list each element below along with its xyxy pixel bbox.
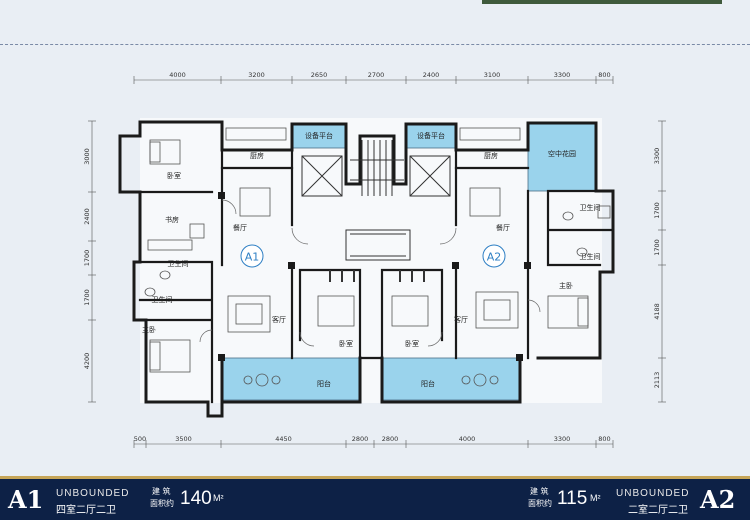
footer-bar: A1 UNBOUNDED 四室二厅二卫 建 筑 面积约 140 M² 建 筑 面… bbox=[0, 476, 750, 520]
sofa-left bbox=[227, 295, 271, 333]
floor-plan-drawing: 4000 3200 2650 2700 2400 3100 3300 800 500 3500 4… bbox=[83, 71, 666, 448]
a2-area-unit: M² bbox=[590, 493, 601, 503]
bottom-dim-label: 4450 bbox=[275, 435, 292, 443]
top-dim-label: 2400 bbox=[423, 71, 440, 79]
bottom-dim-label: 3500 bbox=[175, 435, 192, 443]
a1-area-unit: M² bbox=[213, 493, 224, 503]
a2-area-label-1: 建 筑 bbox=[530, 487, 549, 496]
a2-area-value: 115 bbox=[557, 488, 588, 509]
unit-a2-label: A2 bbox=[487, 251, 502, 264]
kitchen-counter-right bbox=[459, 127, 521, 141]
door-swings bbox=[199, 199, 541, 347]
label-balcony-left: 阳台 bbox=[317, 379, 331, 388]
label-balcony-right: 阳台 bbox=[421, 379, 435, 388]
label-bathroom-left-1: 卫生间 bbox=[168, 259, 189, 268]
bottom-dim-label: 2800 bbox=[382, 435, 399, 443]
bottom-dimension-line: 500 3500 4450 2800 2800 4000 3300 800 bbox=[133, 435, 614, 448]
right-dim-label: 2113 bbox=[653, 372, 661, 389]
top-dim-label: 3200 bbox=[248, 71, 265, 79]
bottom-dim-label: 2800 bbox=[352, 435, 369, 443]
label-bedroom-center-right: 卧室 bbox=[405, 339, 419, 348]
glass-areas bbox=[221, 122, 597, 401]
label-study: 书房 bbox=[165, 215, 179, 224]
label-living-left: 客厅 bbox=[272, 315, 286, 324]
a1-area-label-1: 建 筑 bbox=[152, 487, 171, 496]
dining-table-left bbox=[239, 187, 271, 217]
top-dim-label: 2700 bbox=[368, 71, 385, 79]
label-bathroom-right-1: 卫生间 bbox=[580, 203, 601, 212]
label-bathroom-right-2: 卫生间 bbox=[580, 252, 601, 261]
bottom-dim-label: 3300 bbox=[554, 435, 571, 443]
furniture bbox=[144, 127, 611, 387]
top-photo-strip bbox=[482, 0, 722, 4]
top-dim-label: 3100 bbox=[484, 71, 501, 79]
label-kitchen-right: 厨房 bbox=[484, 151, 498, 160]
left-dim-label: 2400 bbox=[83, 208, 91, 225]
room-labels: 设备平台 设备平台 厨房 厨房 空中花园 卧室 书房 餐厅 餐厅 卫生间 卫生间… bbox=[142, 131, 601, 388]
a1-area-value: 140 bbox=[180, 488, 212, 509]
a2-unbounded: UNBOUNDED bbox=[616, 488, 690, 499]
dashed-separator bbox=[0, 44, 750, 45]
top-dim-label: 3300 bbox=[554, 71, 571, 79]
label-kitchen-left: 厨房 bbox=[250, 151, 264, 160]
label-equipment-right: 设备平台 bbox=[417, 131, 445, 140]
a2-area-label-2: 面积约 bbox=[528, 499, 552, 508]
label-bedroom-center-left: 卧室 bbox=[339, 339, 353, 348]
bottom-dim-label: 800 bbox=[598, 435, 610, 443]
label-bathroom-left-2: 卫生间 bbox=[152, 295, 173, 304]
balcony-left-area bbox=[221, 357, 361, 401]
label-master-right: 主卧 bbox=[559, 281, 573, 290]
label-bedroom-left: 卧室 bbox=[167, 171, 181, 180]
top-dim-label: 4000 bbox=[169, 71, 186, 79]
a1-unbounded: UNBOUNDED bbox=[56, 488, 130, 499]
left-dim-label: 1700 bbox=[83, 289, 91, 306]
right-dim-label: 1700 bbox=[653, 239, 661, 256]
bottom-dim-label: 4000 bbox=[459, 435, 476, 443]
a2-room-count: 二室二厅二卫 bbox=[628, 505, 688, 516]
right-dim-label: 3300 bbox=[653, 148, 661, 165]
left-dim-label: 1700 bbox=[83, 250, 91, 267]
bottom-dim-label: 500 bbox=[134, 435, 146, 443]
dining-table-right bbox=[469, 187, 501, 217]
left-dimension-line: 3000 2400 1700 1700 4200 bbox=[83, 120, 96, 403]
label-master-left: 主卧 bbox=[142, 325, 156, 334]
right-dimension-line: 3300 1700 1700 4188 2113 bbox=[653, 120, 666, 403]
desk-study bbox=[147, 239, 193, 251]
top-dim-label: 2650 bbox=[311, 71, 328, 79]
label-living-right: 客厅 bbox=[454, 315, 468, 324]
a1-room-count: 四室二厅二卫 bbox=[56, 505, 116, 516]
top-dim-label: 800 bbox=[598, 71, 610, 79]
kitchen-counter-left bbox=[225, 127, 287, 141]
label-sky-garden: 空中花园 bbox=[548, 149, 576, 158]
sofa-right bbox=[475, 291, 519, 329]
a1-area-label-2: 面积约 bbox=[150, 499, 174, 508]
left-dim-label: 3000 bbox=[83, 148, 91, 165]
bed-center-right bbox=[391, 295, 429, 327]
left-dim-label: 4200 bbox=[83, 353, 91, 370]
label-equipment-left: 设备平台 bbox=[305, 131, 333, 140]
right-dim-label: 1700 bbox=[653, 202, 661, 219]
a2-code: A2 bbox=[700, 485, 736, 514]
unit-a1-label: A1 bbox=[245, 251, 260, 264]
label-dining-left: 餐厅 bbox=[233, 223, 247, 232]
label-dining-right: 餐厅 bbox=[496, 223, 510, 232]
top-dimension-line: 4000 3200 2650 2700 2400 3100 3300 800 bbox=[133, 71, 614, 84]
unit-bubbles: A1 A2 bbox=[240, 244, 506, 268]
bed-center-left bbox=[317, 295, 355, 327]
balcony-right-area bbox=[381, 357, 521, 401]
right-dim-label: 4188 bbox=[653, 303, 661, 320]
a1-code: A1 bbox=[8, 485, 44, 514]
elevator-stair-core bbox=[301, 140, 451, 282]
top-strip bbox=[0, 0, 750, 6]
